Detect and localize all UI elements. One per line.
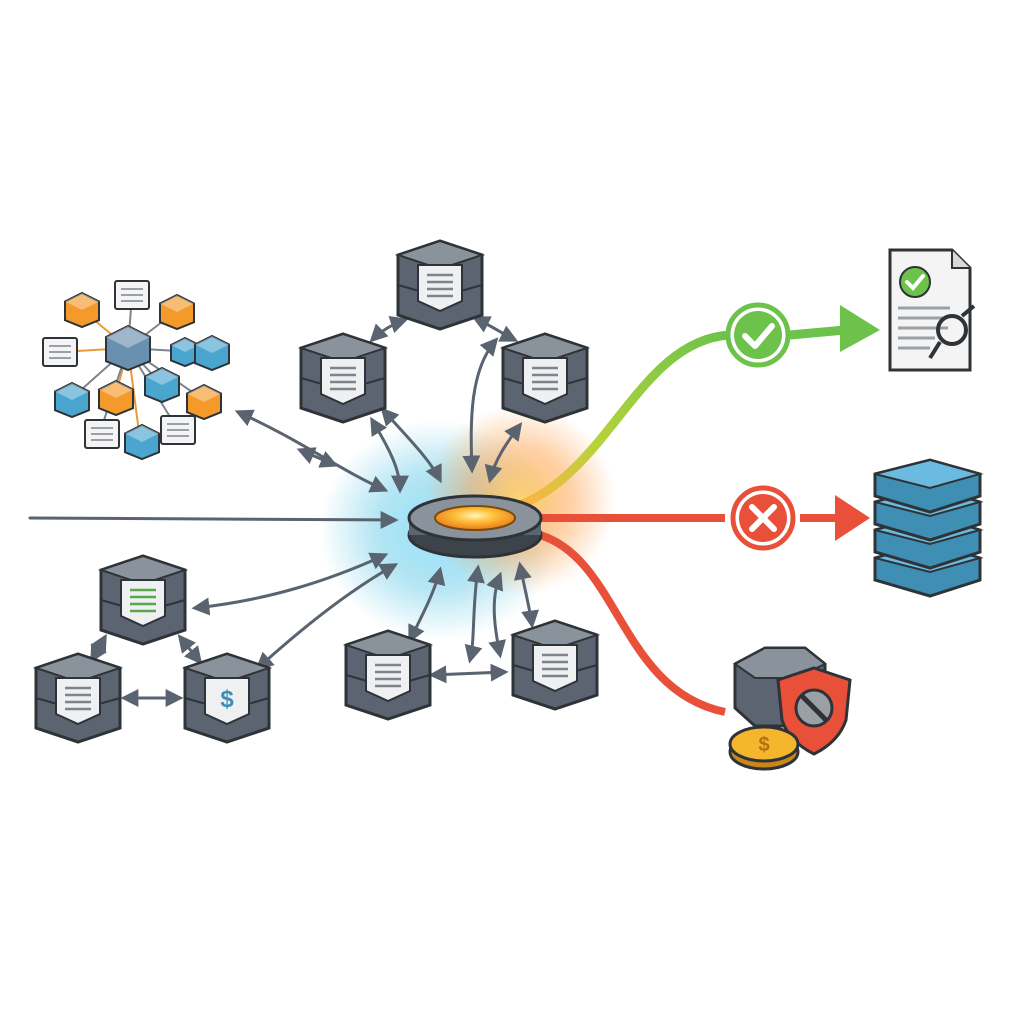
cross-icon bbox=[730, 485, 796, 551]
svg-text:$: $ bbox=[220, 686, 234, 713]
node-bottom-right bbox=[509, 619, 601, 711]
connector-10 bbox=[255, 563, 399, 671]
cluster-doc-1 bbox=[114, 280, 150, 310]
connector-11 bbox=[408, 566, 446, 644]
connector-13 bbox=[513, 561, 540, 629]
connector-12 bbox=[486, 571, 507, 659]
cluster-cube-blue-5 bbox=[124, 423, 160, 461]
cluster-cube-blue-1 bbox=[170, 336, 200, 368]
rejected-arrowhead bbox=[835, 495, 870, 541]
cluster-cube-blue-4 bbox=[144, 366, 180, 404]
validator-nodes: $ bbox=[32, 239, 601, 744]
connector-lines bbox=[28, 316, 540, 707]
node-lower-left-top bbox=[97, 554, 189, 646]
blocked-shield-icon bbox=[776, 666, 852, 756]
connector-0 bbox=[28, 510, 399, 529]
cluster-cube-blue-3 bbox=[54, 381, 90, 419]
connector-18 bbox=[428, 663, 509, 684]
cluster-cube-orange-3 bbox=[98, 379, 134, 417]
node-upper-left bbox=[297, 332, 389, 424]
cluster-cube-orange-4 bbox=[186, 383, 222, 421]
block-stack-icon bbox=[873, 458, 984, 598]
green-lines bbox=[120, 579, 166, 628]
node-bottom-left bbox=[342, 629, 434, 721]
cluster-cube-orange-2 bbox=[159, 293, 195, 331]
node-top bbox=[394, 239, 486, 331]
connector-8 bbox=[462, 337, 499, 474]
accepted-path bbox=[518, 330, 731, 510]
outcome-paths bbox=[518, 305, 880, 716]
network-cluster bbox=[42, 280, 230, 461]
dollar-symbol-icon: $ bbox=[204, 677, 250, 726]
cluster-doc-3 bbox=[84, 419, 120, 449]
block-layer-0 bbox=[873, 458, 984, 514]
penalty-path bbox=[538, 531, 726, 716]
connector-2 bbox=[296, 447, 339, 468]
document-lines-icon bbox=[522, 357, 568, 406]
connector-15 bbox=[90, 633, 107, 664]
cluster-doc-4 bbox=[160, 415, 196, 445]
penalty-group: $ bbox=[728, 646, 852, 771]
connector-7 bbox=[484, 422, 523, 484]
node-lower-left-a bbox=[32, 652, 124, 744]
cluster-center-node bbox=[105, 324, 151, 372]
cluster-doc-2 bbox=[42, 337, 78, 367]
connector-5 bbox=[369, 316, 409, 343]
connector-4 bbox=[380, 407, 442, 484]
connector-6 bbox=[471, 316, 519, 342]
check-icon bbox=[725, 302, 791, 368]
svg-text:$: $ bbox=[758, 734, 769, 756]
accepted-path-end bbox=[789, 325, 846, 340]
consensus-hub bbox=[407, 494, 543, 559]
accepted-arrowhead bbox=[840, 305, 880, 352]
signed-certificate-icon bbox=[888, 248, 976, 372]
document-lines-icon bbox=[320, 357, 366, 406]
connector-16 bbox=[177, 634, 203, 665]
cluster-cube-blue-2 bbox=[194, 334, 230, 372]
node-lower-left-b: $ bbox=[181, 652, 273, 744]
connector-14 bbox=[464, 564, 485, 664]
document-lines-icon bbox=[55, 677, 101, 726]
document-lines-icon bbox=[417, 264, 463, 313]
coin-dollar-icon: $ bbox=[728, 725, 800, 771]
document-lines-icon bbox=[365, 654, 411, 703]
node-upper-right bbox=[499, 332, 591, 424]
cluster-cube-orange-1 bbox=[64, 291, 100, 329]
document-lines-icon bbox=[532, 644, 578, 693]
